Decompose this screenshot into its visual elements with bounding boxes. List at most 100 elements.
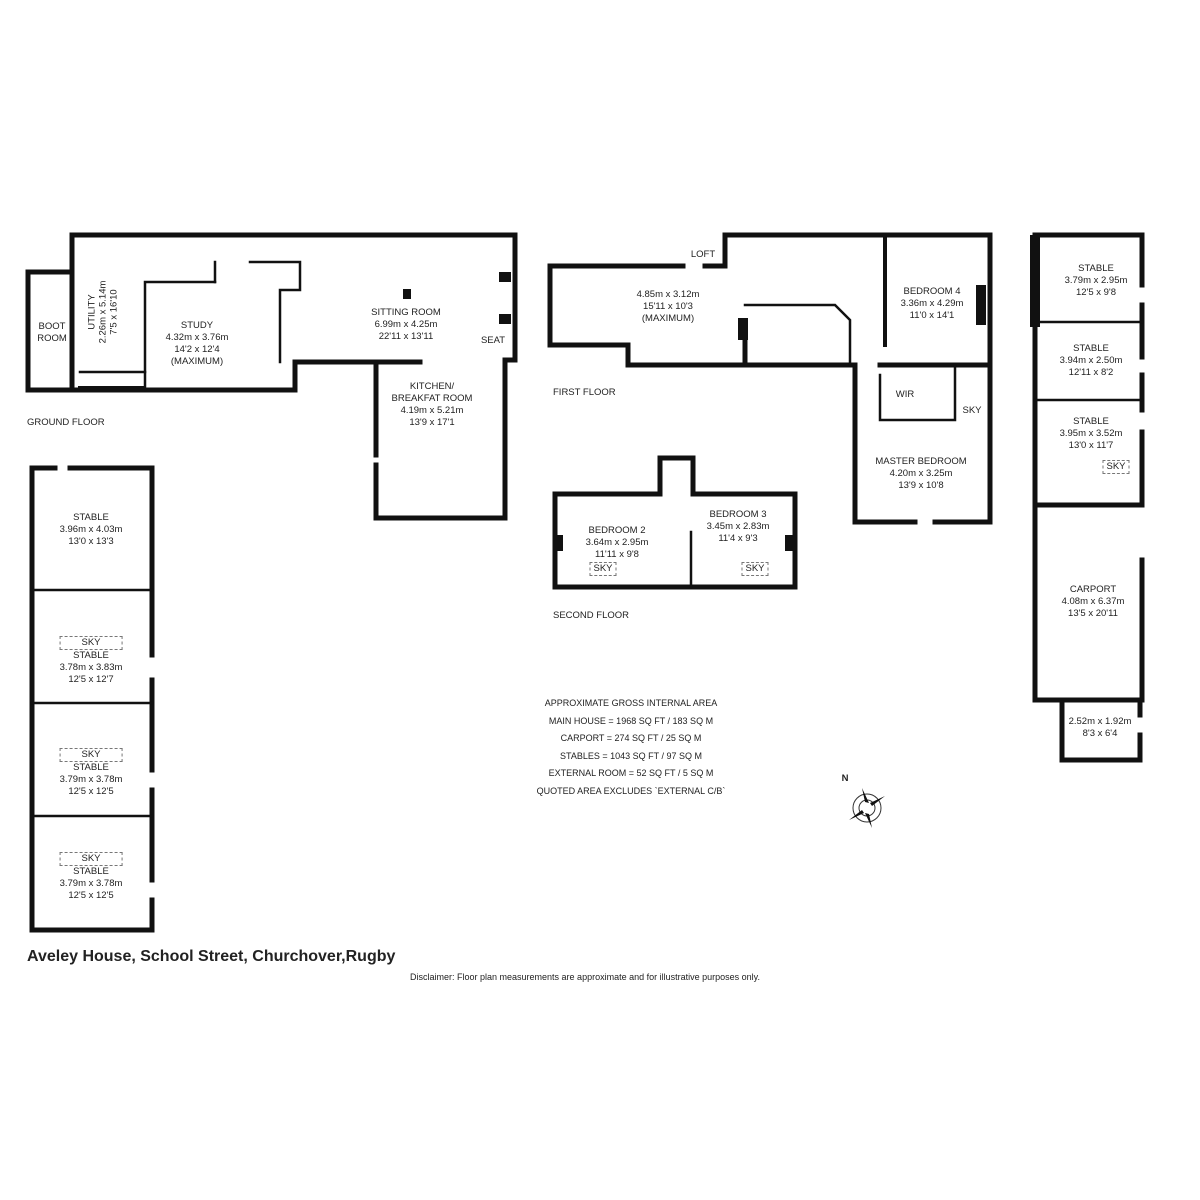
skylight: SKY [59, 852, 123, 866]
sky-label: SKY [962, 405, 982, 416]
room-name: CARPORT [1069, 584, 1117, 595]
disclaimer: Disclaimer: Floor plan measurements are … [410, 972, 760, 982]
room-metric: 3.79m x 2.95m [1064, 275, 1128, 286]
room-name: STABLE [73, 512, 109, 523]
skylight: SKY [741, 562, 769, 576]
room-metric: 3.36m x 4.29m [900, 298, 964, 309]
area-summary: APPROXIMATE GROSS INTERNAL AREA MAIN HOU… [537, 695, 726, 800]
area-line: MAIN HOUSE = 1968 SQ FT / 183 SQ M [548, 715, 714, 726]
room-imperial: 22'11 x 13'11 [378, 331, 434, 342]
room-imperial: 12'5 x 12'5 [68, 786, 114, 797]
room-metric: 4.85m x 3.12m [636, 289, 700, 300]
room-name: MASTER BEDROOM [875, 456, 967, 467]
second-floor-walls [552, 455, 798, 590]
room-imperial: 14'2 x 12'4 [174, 344, 220, 355]
area-line: QUOTED AREA EXCLUDES `EXTERNAL C/B` [536, 785, 726, 796]
sky-label: SKY [1102, 460, 1130, 474]
room-carport: CARPORT 4.08m x 6.37m 13'5 x 20'11 [1062, 584, 1125, 620]
loft-label: LOFT [690, 249, 716, 260]
room-name: ROOM [37, 333, 67, 344]
room-imperial: 13'9 x 17'1 [409, 417, 455, 428]
first-floor-walls [547, 232, 993, 525]
room-metric: 3.45m x 2.83m [706, 521, 770, 532]
skylight: SKY [1102, 460, 1130, 474]
room-name: STABLE [73, 866, 109, 877]
room-sitting-room: SITTING ROOM 6.99m x 4.25m 22'11 x 13'11 [371, 307, 441, 343]
stable: STABLE 3.79m x 2.95m 12'5 x 9'8 [1065, 263, 1128, 299]
first-floor-label: FIRST FLOOR [553, 387, 616, 398]
stable: SKY STABLE 3.79m x 3.78m 12'5 x 12'5 [59, 748, 123, 798]
room-imperial: 13'0 x 13'3 [68, 536, 114, 547]
compass-icon [849, 788, 885, 828]
room-imperial: 13'5 x 20'11 [1068, 608, 1118, 619]
room-name: STABLE [1073, 416, 1109, 427]
room-study: STUDY 4.32m x 3.76m 14'2 x 12'4 (MAXIMUM… [166, 320, 229, 368]
room-metric: 2.52m x 1.92m [1068, 716, 1132, 727]
room-metric: 3.79m x 3.78m [59, 774, 123, 785]
room-name: BEDROOM 4 [903, 286, 961, 297]
room-imperial: 12'5 x 12'5 [68, 890, 114, 901]
room-name: STABLE [1073, 343, 1109, 354]
room-metric: 6.99m x 4.25m [374, 319, 438, 330]
room-note: (MAXIMUM) [170, 356, 224, 367]
room-imperial: 13'9 x 10'8 [898, 480, 944, 491]
ground-floor-label: GROUND FLOOR [27, 417, 105, 428]
skylight: SKY [59, 636, 123, 650]
room-metric: 2.26m x 5.14m [97, 280, 109, 344]
room-metric: 3.96m x 4.03m [59, 524, 123, 535]
room-external: 2.52m x 1.92m 8'3 x 6'4 [1069, 716, 1132, 740]
room-metric: 4.20m x 3.25m [889, 468, 953, 479]
room-metric: 3.95m x 3.52m [1059, 428, 1123, 439]
area-line: CARPORT = 274 SQ FT / 25 SQ M [560, 733, 702, 743]
room-imperial: 11'0 x 14'1 [909, 310, 955, 321]
room-loft-room: 4.85m x 3.12m 15'11 x 10'3 (MAXIMUM) [637, 289, 700, 325]
room-name: KITCHEN/ [409, 381, 455, 392]
right-outbuildings-walls [1030, 232, 1145, 763]
room-name: BEDROOM 3 [709, 509, 767, 520]
property-title: Aveley House, School Street, Churchover,… [27, 948, 396, 965]
room-name: STUDY [180, 320, 214, 331]
room-name: BEDROOM 2 [588, 525, 646, 536]
stable: STABLE 3.95m x 3.52m 13'0 x 11'7 [1060, 416, 1123, 452]
seat-label: SEAT [480, 335, 506, 346]
left-stables-walls [29, 465, 155, 933]
room-imperial: 11'4 x 9'3 [718, 533, 758, 544]
room-name: SITTING ROOM [371, 307, 441, 318]
skylight: SKY [589, 562, 617, 576]
room-name: STABLE [73, 762, 109, 773]
room-name: UTILITY [86, 294, 98, 330]
room-imperial: 12'11 x 8'2 [1068, 367, 1114, 378]
room-imperial: 13'0 x 11'7 [1068, 440, 1114, 451]
room-kitchen: KITCHEN/ BREAKFAT ROOM 4.19m x 5.21m 13'… [392, 381, 473, 429]
stable: STABLE 3.94m x 2.50m 12'11 x 8'2 [1060, 343, 1123, 379]
room-metric: 3.64m x 2.95m [585, 537, 649, 548]
room-imperial: 7'5 x 16'10 [108, 289, 120, 335]
room-bedroom-2: BEDROOM 2 3.64m x 2.95m 11'11 x 9'8 [586, 525, 649, 561]
sky-label: SKY [589, 562, 617, 576]
room-imperial: 12'5 x 9'8 [1075, 287, 1117, 298]
room-imperial: 11'11 x 9'8 [595, 549, 639, 560]
skylight: SKY [59, 748, 123, 762]
room-bedroom-3: BEDROOM 3 3.45m x 2.83m 11'4 x 9'3 [707, 509, 770, 545]
wir-label: WIR [895, 389, 915, 400]
room-metric: 4.08m x 6.37m [1061, 596, 1125, 607]
ground-floor-walls [25, 232, 518, 521]
stable: SKY STABLE 3.79m x 3.78m 12'5 x 12'5 [59, 852, 123, 902]
room-note: (MAXIMUM) [641, 313, 695, 324]
room-utility: UTILITY 2.26m x 5.14m 7'5 x 16'10 [87, 281, 120, 344]
area-line: EXTERNAL ROOM = 52 SQ FT / 5 SQ M [548, 768, 714, 778]
room-name: STABLE [73, 650, 109, 661]
area-line: STABLES = 1043 SQ FT / 97 SQ M [560, 750, 702, 761]
room-name: STABLE [1078, 263, 1114, 274]
room-boot-room: BOOT ROOM [37, 321, 67, 345]
stable: SKY STABLE 3.78m x 3.83m 12'5 x 12'7 [59, 636, 123, 686]
room-metric: 4.19m x 5.21m [400, 405, 464, 416]
room-metric: 4.32m x 3.76m [165, 332, 229, 343]
room-name: BOOT [38, 321, 66, 332]
sky-label: SKY [741, 562, 769, 576]
second-floor-label: SECOND FLOOR [553, 610, 630, 621]
room-metric: 3.94m x 2.50m [1059, 355, 1123, 366]
compass-north-label: N [841, 773, 849, 784]
room-master-bedroom: MASTER BEDROOM 4.20m x 3.25m 13'9 x 10'8 [875, 456, 966, 492]
